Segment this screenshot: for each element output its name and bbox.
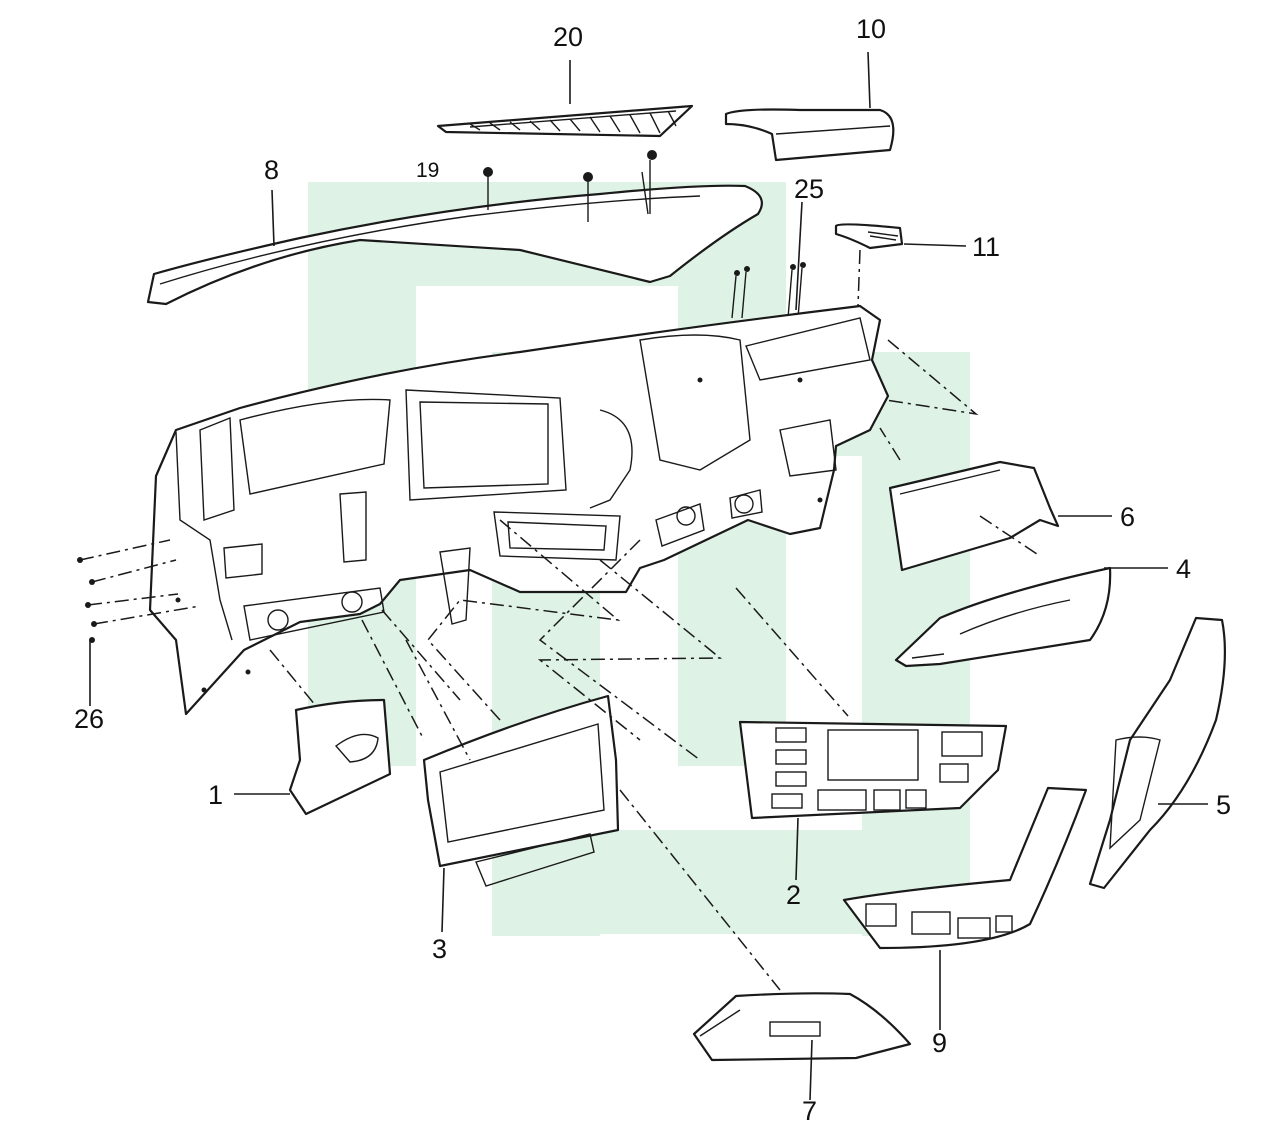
part-1-lower-trim xyxy=(288,698,392,816)
part-6-trim-panel xyxy=(888,460,1060,572)
part-11-side-vent xyxy=(834,223,904,250)
part-9-console-trim xyxy=(842,786,1088,950)
callout-3: 3 xyxy=(432,934,448,964)
callout-8: 8 xyxy=(264,155,280,185)
fasteners-left xyxy=(77,557,97,643)
callout-11: 11 xyxy=(972,232,1001,262)
part-2-control-panel xyxy=(738,720,1008,820)
part-8-upper-dash-pad xyxy=(146,150,763,306)
part-7-lower-bezel xyxy=(692,992,912,1062)
fasteners-top xyxy=(731,262,806,319)
part-20-defroster-grille xyxy=(436,104,694,138)
part-5-side-trim xyxy=(1088,616,1227,890)
callout-9: 9 xyxy=(932,1028,948,1058)
callout-19: 19 xyxy=(416,159,440,182)
leader-lines xyxy=(89,51,1208,1101)
assembly-lines xyxy=(79,249,1041,991)
callout-25: 25 xyxy=(794,174,825,204)
callout-6: 6 xyxy=(1120,502,1136,532)
part-3-center-bezel xyxy=(422,694,620,887)
callout-7: 7 xyxy=(802,1096,818,1126)
part-4-glove-box-lid xyxy=(894,566,1112,668)
callout-4: 4 xyxy=(1176,554,1192,584)
callout-26: 26 xyxy=(74,704,105,734)
callout-1: 1 xyxy=(208,780,224,810)
callout-5: 5 xyxy=(1216,790,1232,820)
callout-20: 20 xyxy=(553,22,584,52)
part-10-top-cover xyxy=(724,108,895,162)
instrument-panel-frame xyxy=(148,304,890,716)
callout-2: 2 xyxy=(786,880,802,910)
callout-10: 10 xyxy=(856,14,887,44)
